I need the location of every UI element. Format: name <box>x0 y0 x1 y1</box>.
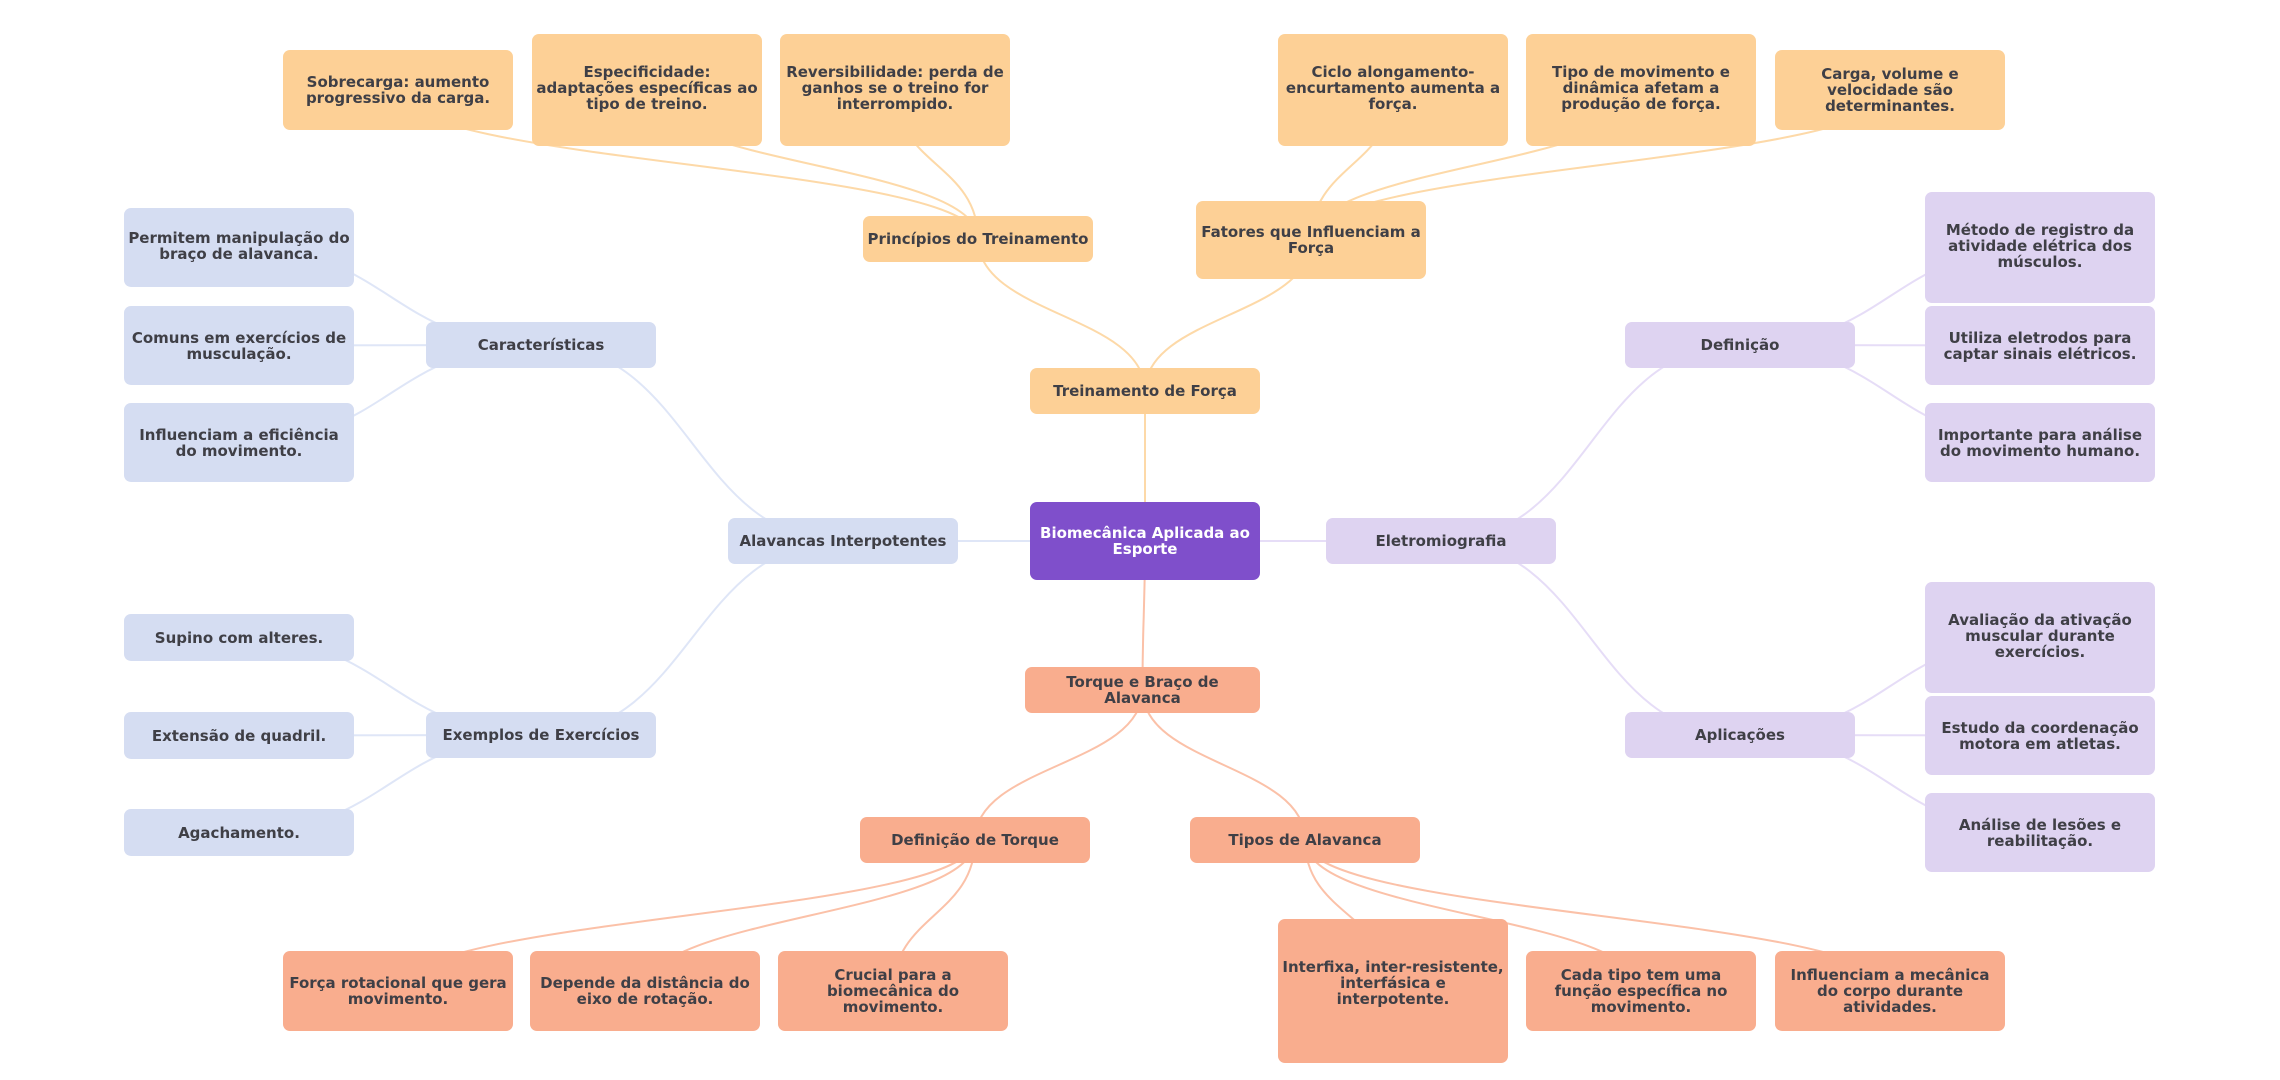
leaf-avaliacao-da-ativacao[interactable]: Avaliação da ativação muscular durante e… <box>1925 582 2155 693</box>
subbranch-fatores-que-influenciam[interactable]: Fatores que Influenciam a Força <box>1196 201 1426 279</box>
leaf-cada-tipo[interactable]: Cada tipo tem uma função específica no m… <box>1526 951 1756 1031</box>
leaf-ciclo-alongamento[interactable]: Ciclo alongamento-encurtamento aumenta a… <box>1278 34 1508 146</box>
node-label: Permitem manipulação do braço de alavanc… <box>128 229 350 263</box>
leaf-permitem-manipulacao[interactable]: Permitem manipulação do braço de alavanc… <box>124 208 354 287</box>
node-label: Agachamento. <box>178 823 300 842</box>
leaf-utiliza-eletrodos[interactable]: Utiliza eletrodos para captar sinais elé… <box>1925 306 2155 385</box>
node-label: Fatores que Influenciam a Força <box>1201 223 1421 257</box>
connector-torque-def-torque <box>974 689 1144 841</box>
leaf-supino-com-alteres[interactable]: Supino com alteres. <box>124 614 354 661</box>
leaf-forca-rotacional[interactable]: Força rotacional que gera movimento. <box>283 951 513 1031</box>
leaf-importante-para-analise[interactable]: Importante para análise do movimento hum… <box>1925 403 2155 482</box>
node-label: Sobrecarga: aumento progressivo da carga… <box>305 73 491 107</box>
connector-treinamento-principios <box>977 238 1146 392</box>
node-label: Carga, volume e velocidade são determina… <box>1821 65 1959 115</box>
leaf-interfixa[interactable]: Interfixa, inter-resistente, interfásica… <box>1278 919 1508 1063</box>
branch-eletromiografia[interactable]: Eletromiografia <box>1326 518 1556 564</box>
leaf-crucial-para-biomecanica[interactable]: Crucial para a biomecânica do movimento. <box>778 951 1008 1031</box>
leaf-estudo-da-coordenacao[interactable]: Estudo da coordenação motora em atletas. <box>1925 696 2155 775</box>
node-label: Alavancas Interpotentes <box>739 532 947 550</box>
node-label: Tipo de movimento e dinâmica afetam a pr… <box>1552 63 1730 113</box>
subbranch-tipos-de-alavanca[interactable]: Tipos de Alavanca <box>1190 817 1420 863</box>
subbranch-caracteristicas[interactable]: Características <box>426 322 656 368</box>
node-label: Extensão de quadril. <box>151 726 327 745</box>
node-label: Princípios do Treinamento <box>867 230 1089 248</box>
root-node[interactable]: Biomecânica Aplicada ao Esporte <box>1030 502 1260 580</box>
node-label: Eletromiografia <box>1375 532 1507 550</box>
node-label: Análise de lesões e reabilitação. <box>1958 815 2122 850</box>
connector-eletromiografia-aplicacoes <box>1440 540 1741 736</box>
leaf-reversibilidade[interactable]: Reversibilidade: perda de ganhos se o tr… <box>780 34 1010 146</box>
node-label: Força rotacional que gera movimento. <box>289 974 507 1008</box>
node-label: Avaliação da ativação muscular durante e… <box>1948 611 2132 661</box>
leaf-influenciam-a-mecanica[interactable]: Influenciam a mecânica do corpo durante … <box>1775 951 2005 1031</box>
branch-alavancas-interpotentes[interactable]: Alavancas Interpotentes <box>728 518 958 564</box>
subbranch-definicao-de-torque[interactable]: Definição de Torque <box>860 817 1090 863</box>
node-label: Definição <box>1700 336 1780 354</box>
leaf-carga-volume-velocidade[interactable]: Carga, volume e velocidade são determina… <box>1775 50 2005 130</box>
node-label: Cada tipo tem uma função específica no m… <box>1554 966 1728 1016</box>
node-label: Crucial para a biomecânica do movimento. <box>826 966 960 1016</box>
branch-treinamento-de-forca[interactable]: Treinamento de Força <box>1030 368 1260 414</box>
leaf-tipo-de-movimento[interactable]: Tipo de movimento e dinâmica afetam a pr… <box>1526 34 1756 146</box>
connector-alavancas-exemplos <box>540 540 844 736</box>
root-label: Biomecânica Aplicada ao Esporte <box>1040 524 1250 558</box>
node-label: Tipos de Alavanca <box>1228 831 1382 849</box>
subbranch-aplicacoes[interactable]: Aplicações <box>1625 712 1855 758</box>
leaf-sobrecarga[interactable]: Sobrecarga: aumento progressivo da carga… <box>283 50 513 130</box>
node-label: Depende da distância do eixo de rotação. <box>540 974 750 1008</box>
node-label: Comuns em exercícios de musculação. <box>131 328 347 363</box>
node-label: Aplicações <box>1695 726 1785 744</box>
leaf-depende-da-distancia[interactable]: Depende da distância do eixo de rotação. <box>530 951 760 1031</box>
subbranch-principios-do-treinamento[interactable]: Princípios do Treinamento <box>863 216 1093 262</box>
branch-torque-e-braco-de-alavanca[interactable]: Torque e Braço de Alavanca <box>1025 667 1260 713</box>
leaf-agachamento[interactable]: Agachamento. <box>124 809 354 856</box>
connector-alavancas-caracteristicas <box>540 344 844 542</box>
leaf-comuns-em-exercicios[interactable]: Comuns em exercícios de musculação. <box>124 306 354 385</box>
leaf-metodo-de-registro[interactable]: Método de registro da atividade elétrica… <box>1925 192 2155 303</box>
node-label: Torque e Braço de Alavanca <box>1066 673 1219 707</box>
node-label: Método de registro da atividade elétrica… <box>1945 221 2135 271</box>
node-label: Influenciam a mecânica do corpo durante … <box>1790 966 1990 1016</box>
node-label: Supino com alteres. <box>154 628 324 647</box>
connector-eletromiografia-definicao <box>1440 344 1741 542</box>
node-label: Interfixa, inter-resistente, interfásica… <box>1282 958 1504 1008</box>
subbranch-exemplos-de-exercicios[interactable]: Exemplos de Exercícios <box>426 712 656 758</box>
node-label: Definição de Torque <box>891 831 1059 849</box>
node-label: Exemplos de Exercícios <box>442 726 640 744</box>
connector-torque-tipos <box>1141 689 1306 841</box>
leaf-influenciam-eficiencia[interactable]: Influenciam a eficiência do movimento. <box>124 403 354 482</box>
node-label: Estudo da coordenação motora em atletas. <box>1941 718 2139 753</box>
node-label: Utiliza eletrodos para captar sinais elé… <box>1943 328 2137 363</box>
leaf-extensao-de-quadril[interactable]: Extensão de quadril. <box>124 712 354 759</box>
node-label: Influenciam a eficiência do movimento. <box>139 425 339 460</box>
node-label: Características <box>477 336 605 354</box>
leaf-especificidade[interactable]: Especificidade: adaptações específicas a… <box>532 34 762 146</box>
node-label: Reversibilidade: perda de ganhos se o tr… <box>786 63 1004 113</box>
node-label: Ciclo alongamento-encurtamento aumenta a… <box>1285 63 1501 113</box>
node-label: Treinamento de Força <box>1053 382 1237 400</box>
subbranch-definicao[interactable]: Definição <box>1625 322 1855 368</box>
node-label: Especificidade: adaptações específicas a… <box>536 63 758 113</box>
leaf-analise-de-lesoes[interactable]: Análise de lesões e reabilitação. <box>1925 793 2155 872</box>
node-label: Importante para análise do movimento hum… <box>1937 425 2143 460</box>
